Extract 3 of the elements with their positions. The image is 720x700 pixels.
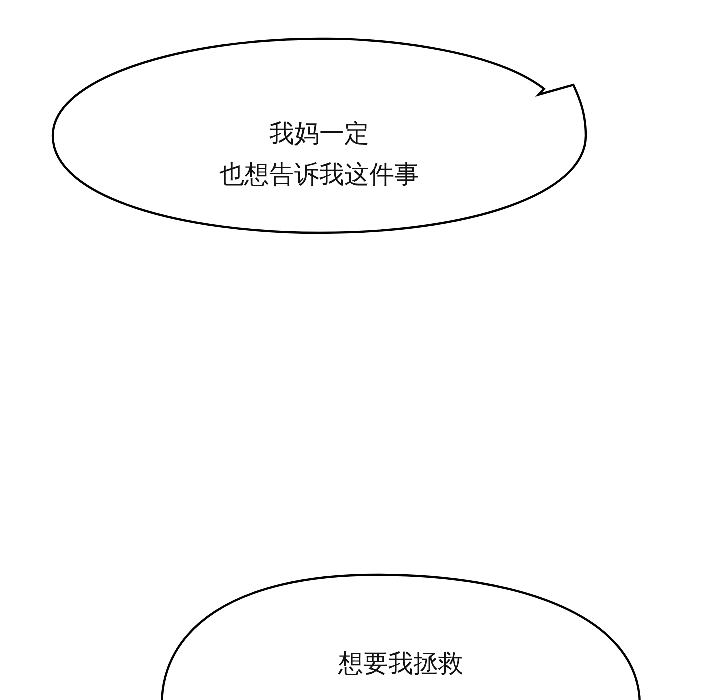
dialogue-text: 我妈一定: [270, 121, 370, 146]
dialogue-text: 也想告诉我这件事: [220, 162, 420, 187]
dialogue-text: 想要我拯救: [338, 651, 464, 676]
